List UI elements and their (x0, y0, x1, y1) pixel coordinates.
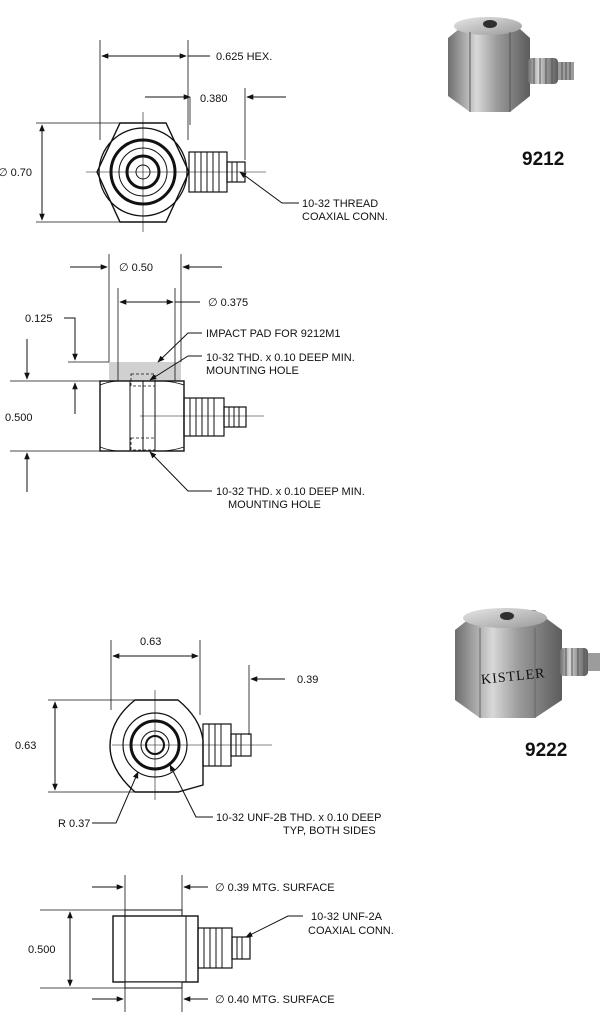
label-dia-0375: ∅ 0.375 (208, 297, 248, 309)
label-hole-top-1: 10-32 THD. x 0.10 DEEP MIN. (206, 352, 355, 364)
model-label-9212: 9212 (522, 149, 564, 170)
product-photo-9222 (455, 608, 600, 718)
model-label-9222: 9222 (525, 740, 567, 761)
impact-pad (109, 362, 181, 381)
product-photo-9212 (448, 17, 574, 112)
label-impact-pad: IMPACT PAD FOR 9212M1 (206, 328, 340, 340)
label-dia-050: ∅ 0.50 (119, 262, 153, 274)
drawing-9222-side-view (40, 875, 303, 1012)
label-offset-380: 0.380 (200, 93, 228, 105)
label-unf2b-1: 10-32 UNF-2B THD. x 0.10 DEEP (216, 812, 381, 824)
drawing-9212-side-view (10, 254, 264, 492)
leader-unf2b (169, 764, 213, 818)
label-unf2a-2: COAXIAL CONN. (308, 925, 394, 937)
connector-9222 (202, 723, 252, 767)
leader-impact-pad (157, 332, 202, 363)
label-0500-9222: 0.500 (28, 944, 56, 956)
leader-radius (92, 771, 139, 824)
drawing-9212-top-view (36, 40, 299, 232)
label-hole-bottom-2: MOUNTING HOLE (228, 499, 321, 511)
label-063-height: 0.63 (15, 740, 36, 752)
connector-9222-side (197, 927, 251, 969)
body-9222-outline (109, 699, 204, 793)
leader-bottom-hole (149, 451, 212, 492)
label-diameter-070: ∅ 0.70 (0, 167, 32, 179)
side-connector (183, 397, 247, 437)
label-040-mtg: ∅ 0.40 MTG. SURFACE (215, 994, 335, 1006)
drawing-9222-top-view (48, 640, 285, 824)
photo-brand-kistler: KISTLER (480, 666, 546, 688)
label-hole-bottom-1: 10-32 THD. x 0.10 DEEP MIN. (216, 486, 365, 498)
label-0125: 0.125 (25, 313, 53, 325)
leader-unf2a (245, 915, 303, 938)
label-hole-top-2: MOUNTING HOLE (206, 365, 299, 377)
side-9222-body (112, 915, 199, 983)
label-063-width: 0.63 (140, 636, 161, 648)
label-0500-9212: 0.500 (5, 412, 33, 424)
label-thread-line2: COAXIAL CONN. (302, 211, 388, 223)
label-thread-line1: 10-32 THREAD (302, 198, 378, 210)
label-039: 0.39 (297, 674, 318, 686)
label-unf2a-1: 10-32 UNF-2A (311, 911, 383, 923)
leader-top-hole (149, 355, 202, 381)
label-unf2b-2: TYP, BOTH SIDES (283, 825, 376, 837)
label-039-mtg: ∅ 0.39 MTG. SURFACE (215, 882, 335, 894)
leader-thread (239, 171, 299, 204)
label-r037: R 0.37 (58, 818, 90, 830)
label-hex: 0.625 HEX. (216, 51, 272, 63)
